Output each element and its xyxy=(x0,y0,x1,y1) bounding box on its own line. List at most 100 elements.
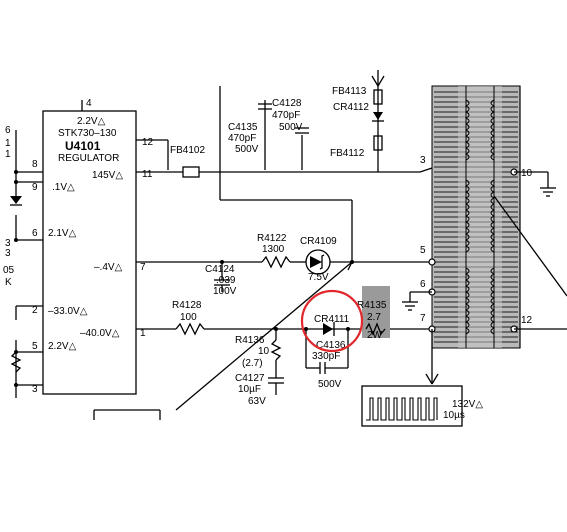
ic-name: REGULATOR xyxy=(58,153,119,164)
winding-turn xyxy=(490,105,495,113)
winding-turn xyxy=(465,141,470,149)
ic-supply-top: 2.2V△ xyxy=(77,116,106,127)
left-dots xyxy=(14,170,18,387)
tx-pin-7: 7 xyxy=(420,313,426,324)
cr4111-diode xyxy=(323,322,335,336)
c4128-val: 470pF xyxy=(272,110,300,121)
fb4113-bead xyxy=(373,89,383,105)
winding-turn xyxy=(490,239,495,247)
winding-turn xyxy=(465,135,470,143)
winding-turn xyxy=(465,185,470,193)
winding-turn xyxy=(490,99,495,107)
pin-12: 12 xyxy=(142,137,154,148)
fb4102-bead xyxy=(182,166,200,178)
ic-ref: U4101 xyxy=(65,139,101,153)
winding-turn xyxy=(465,117,470,125)
ic-part: STK730–130 xyxy=(58,128,117,139)
pin-1: 1 xyxy=(140,328,146,339)
winding-turn xyxy=(465,297,470,305)
winding-turn xyxy=(465,233,470,241)
winding-turn xyxy=(465,111,470,119)
winding-turn xyxy=(465,327,470,335)
pin-8: 8 xyxy=(32,159,38,170)
ground-symbols xyxy=(402,171,567,330)
tx-pin-12: 12 xyxy=(521,315,533,326)
pin-2: 2 xyxy=(32,305,38,316)
r4135-ref: R4135 xyxy=(357,300,387,311)
pin-11: 11 xyxy=(142,169,153,180)
r4128-ref: R4128 xyxy=(172,300,202,311)
ic-vm40: –40.0V△ xyxy=(80,328,120,339)
winding-turn xyxy=(465,321,470,329)
ic-v145: 145V△ xyxy=(92,170,123,181)
r4136-ref: R4136 xyxy=(235,335,265,346)
fb4112-label: FB4112 xyxy=(330,148,365,159)
fb4102-label: FB4102 xyxy=(170,145,205,156)
winding-turn xyxy=(465,221,470,229)
pin-4: 4 xyxy=(86,98,92,109)
winding-turn xyxy=(465,267,470,275)
winding-turn xyxy=(490,245,495,253)
winding-turn xyxy=(490,285,495,293)
winding-turn xyxy=(465,245,470,253)
winding-turn xyxy=(465,291,470,299)
c4124-val: .039 xyxy=(216,275,236,286)
winding-turn xyxy=(490,327,495,335)
waveform-amp: 132V△ xyxy=(452,399,483,410)
r4136-val: 10 xyxy=(258,346,270,357)
pin11-net xyxy=(136,167,433,173)
winding-turn xyxy=(490,147,495,155)
cr4112-label: CR4112 xyxy=(333,102,369,113)
winding-turn xyxy=(490,203,495,211)
winding-turn xyxy=(490,123,495,131)
cr4109-zener xyxy=(305,249,331,275)
winding-turn xyxy=(490,227,495,235)
fb4113-label: FB4113 xyxy=(332,86,367,97)
winding-turn xyxy=(465,99,470,107)
waveform-probe xyxy=(425,329,439,385)
winding-turn xyxy=(490,291,495,299)
transformer-windings xyxy=(465,99,495,335)
left-frag-3: 1 xyxy=(5,149,11,160)
winding-turn xyxy=(465,105,470,113)
c4124-ref: C4124 xyxy=(205,264,235,275)
winding-turn xyxy=(490,321,495,329)
winding-turn xyxy=(465,273,470,281)
pin-7: 7 xyxy=(140,262,146,273)
winding-turn xyxy=(465,191,470,199)
winding-turn xyxy=(490,297,495,305)
pin-3: 3 xyxy=(32,384,38,395)
left-frag-6: 05 xyxy=(3,265,15,276)
c4127-v: 63V xyxy=(248,396,266,407)
transformer-core xyxy=(431,85,521,349)
cr4111-ref: CR4111 xyxy=(314,314,350,325)
winding-turn xyxy=(465,153,470,161)
diagonal-net xyxy=(175,261,353,411)
c4135-v: 500V xyxy=(235,144,259,155)
tx-pin-10: 10 xyxy=(521,168,533,179)
winding-turn xyxy=(490,209,495,217)
c4128-ref: C4128 xyxy=(272,98,302,109)
pin-6: 6 xyxy=(32,228,38,239)
r4135-val: 2.7 xyxy=(367,312,381,323)
winding-turn xyxy=(465,239,470,247)
r4135-w: 2W xyxy=(367,330,383,341)
c4136-v: 500V xyxy=(318,379,342,390)
pin1-net xyxy=(136,322,432,395)
c4127-ref: C4127 xyxy=(235,373,265,384)
winding-turn xyxy=(465,285,470,293)
pin-9: 9 xyxy=(32,182,38,193)
winding-turn xyxy=(490,303,495,311)
winding-turn xyxy=(490,315,495,323)
winding-turn xyxy=(490,221,495,229)
winding-turn xyxy=(490,185,495,193)
ic-v21: 2.1V△ xyxy=(48,228,77,239)
left-diode xyxy=(10,196,22,206)
winding-turn xyxy=(490,129,495,137)
cr4109-v: 7.5V xyxy=(308,272,329,283)
winding-turn xyxy=(490,279,495,287)
r4135-resistor xyxy=(365,322,386,336)
winding-turn xyxy=(490,141,495,149)
winding-turn xyxy=(490,111,495,119)
